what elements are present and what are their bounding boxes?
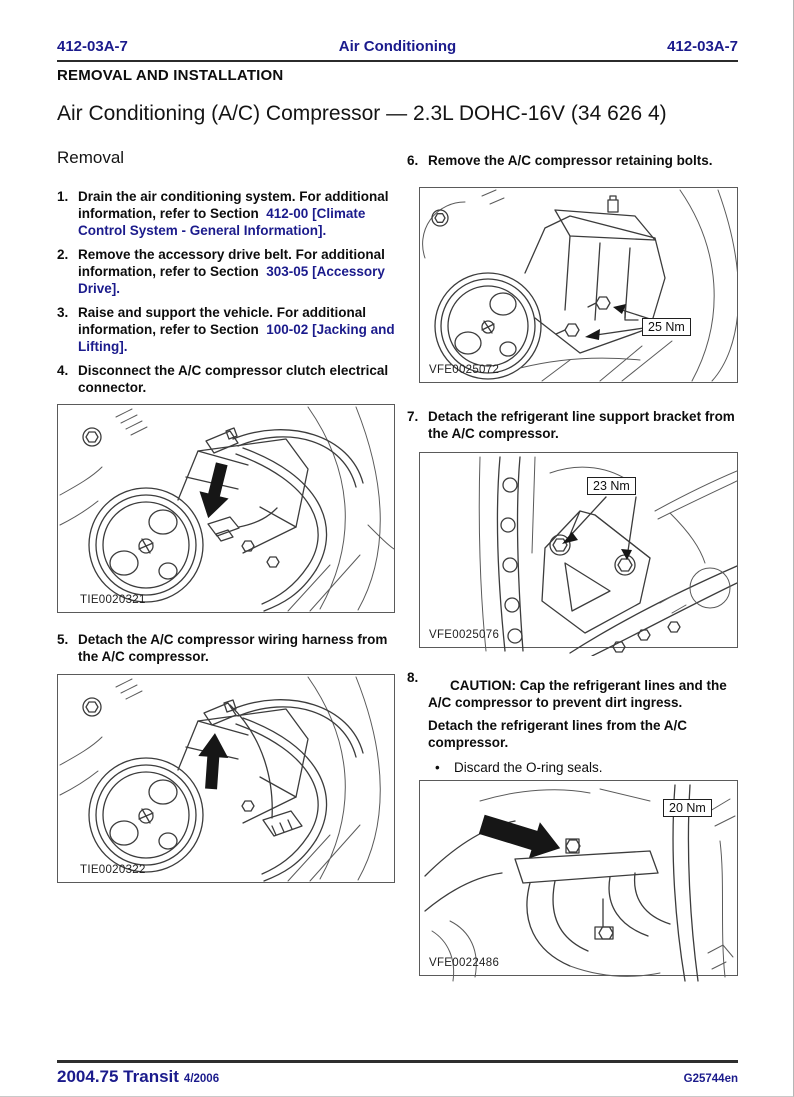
torque-callout-23nm: 23 Nm xyxy=(587,477,636,495)
step-2-number: 2. xyxy=(57,247,69,262)
step-8-number: 8. xyxy=(407,670,419,685)
step-1: 1. Drain the air conditioning system. Fo… xyxy=(57,188,395,239)
step-4-text: Disconnect the A/C compressor clutch ele… xyxy=(78,363,389,395)
step-1-text: Drain the air conditioning system. For a… xyxy=(78,189,389,238)
figure-retaining-bolts: 25 Nm VFE0025072 xyxy=(419,187,738,383)
header-section-code-left: 412-03A-7 xyxy=(57,38,128,55)
bullet-text: Discard the O-ring seals. xyxy=(454,760,603,775)
figure-refrigerant-lines: 20 Nm VFE0022486 xyxy=(419,780,738,982)
page-title: Air Conditioning (A/C) Compressor — 2.3L… xyxy=(57,102,667,125)
compressor-wiring-harness-illustration xyxy=(59,676,381,882)
step-6: 6. Remove the A/C compressor retaining b… xyxy=(407,152,738,169)
left-column: Removal 1. Drain the air conditioning sy… xyxy=(57,145,395,883)
footer-date: 4/2006 xyxy=(183,1073,220,1085)
step-8-bullet-item: • Discard the O-ring seals. xyxy=(428,759,738,776)
compressor-retaining-bolts-illustration xyxy=(422,189,737,382)
removal-subheading: Removal xyxy=(57,148,125,167)
step-7-number: 7. xyxy=(407,409,419,424)
figure-support-bracket: 23 Nm VFE0025076 xyxy=(419,452,738,656)
footer-rule xyxy=(57,1060,738,1063)
step-1-number: 1. xyxy=(57,189,69,204)
compressor-clutch-connector-illustration xyxy=(59,406,394,612)
step-3-number: 3. xyxy=(57,305,69,320)
link-section-100-02[interactable]: 100-02 [Jacking and Lifting]. xyxy=(78,322,395,354)
header-section-code-right: 412-03A-7 xyxy=(667,38,738,55)
link-section-303-05[interactable]: 303-05 [Accessory Drive]. xyxy=(78,264,385,296)
step-4-number: 4. xyxy=(57,363,69,378)
figure-wiring-harness: TIE0020322 xyxy=(57,674,395,883)
right-column: 6. Remove the A/C compressor retaining b… xyxy=(407,145,738,982)
torque-callout-25nm: 25 Nm xyxy=(642,318,691,336)
step-8-body: CAUTION: Cap the refrigerant lines and t… xyxy=(428,669,738,776)
step-4: 4. Disconnect the A/C compressor clutch … xyxy=(57,362,395,396)
step-6-number: 6. xyxy=(407,153,419,168)
support-bracket-illustration xyxy=(478,456,737,656)
figure-id-label: VFE0025072 xyxy=(429,364,500,376)
figure-id-label: VFE0022486 xyxy=(429,957,500,969)
step-8-text: Detach the refrigerant lines from the A/… xyxy=(428,718,688,750)
page-header: 412-03A-7 Air Conditioning 412-03A-7 xyxy=(57,38,738,55)
footer-doc-code: G25744en xyxy=(683,1073,738,1085)
header-rule xyxy=(57,60,738,62)
figure-id-label: VFE0025076 xyxy=(429,629,500,641)
step-3: 3. Raise and support the vehicle. For ad… xyxy=(57,304,395,355)
step-3-text: Raise and support the vehicle. For addit… xyxy=(78,305,395,354)
footer-model: 2004.75 Transit xyxy=(57,1067,179,1086)
step-5: 5. Detach the A/C compressor wiring harn… xyxy=(57,631,395,665)
step-5-text: Detach the A/C compressor wiring harness… xyxy=(78,632,388,664)
figure-id-label: TIE0020322 xyxy=(80,864,146,876)
step-5-number: 5. xyxy=(57,632,69,647)
section-heading: REMOVAL AND INSTALLATION xyxy=(57,67,284,84)
caution-text: CAUTION: Cap the refrigerant lines and t… xyxy=(428,678,727,710)
step-7-text: Detach the refrigerant line support brac… xyxy=(428,409,735,441)
step-6-text: Remove the A/C compressor retaining bolt… xyxy=(428,153,713,168)
step-2-text: Remove the accessory drive belt. For add… xyxy=(78,247,385,296)
step-8: 8. CAUTION: Cap the refrigerant lines an… xyxy=(407,669,738,776)
step-7: 7. Detach the refrigerant line support b… xyxy=(407,408,738,442)
bullet-glyph: • xyxy=(435,760,440,775)
page-footer: 2004.75 Transit 4/2006 G25744en xyxy=(57,1067,738,1087)
header-chapter-title: Air Conditioning xyxy=(338,38,457,55)
link-section-412-00[interactable]: 412-00 [Climate Control System - General… xyxy=(78,206,366,238)
figure-id-label: TIE0020321 xyxy=(80,594,146,606)
step-2: 2. Remove the accessory drive belt. For … xyxy=(57,246,395,297)
torque-callout-20nm: 20 Nm xyxy=(663,799,712,817)
figure-clutch-connector: TIE0020321 xyxy=(57,404,395,613)
